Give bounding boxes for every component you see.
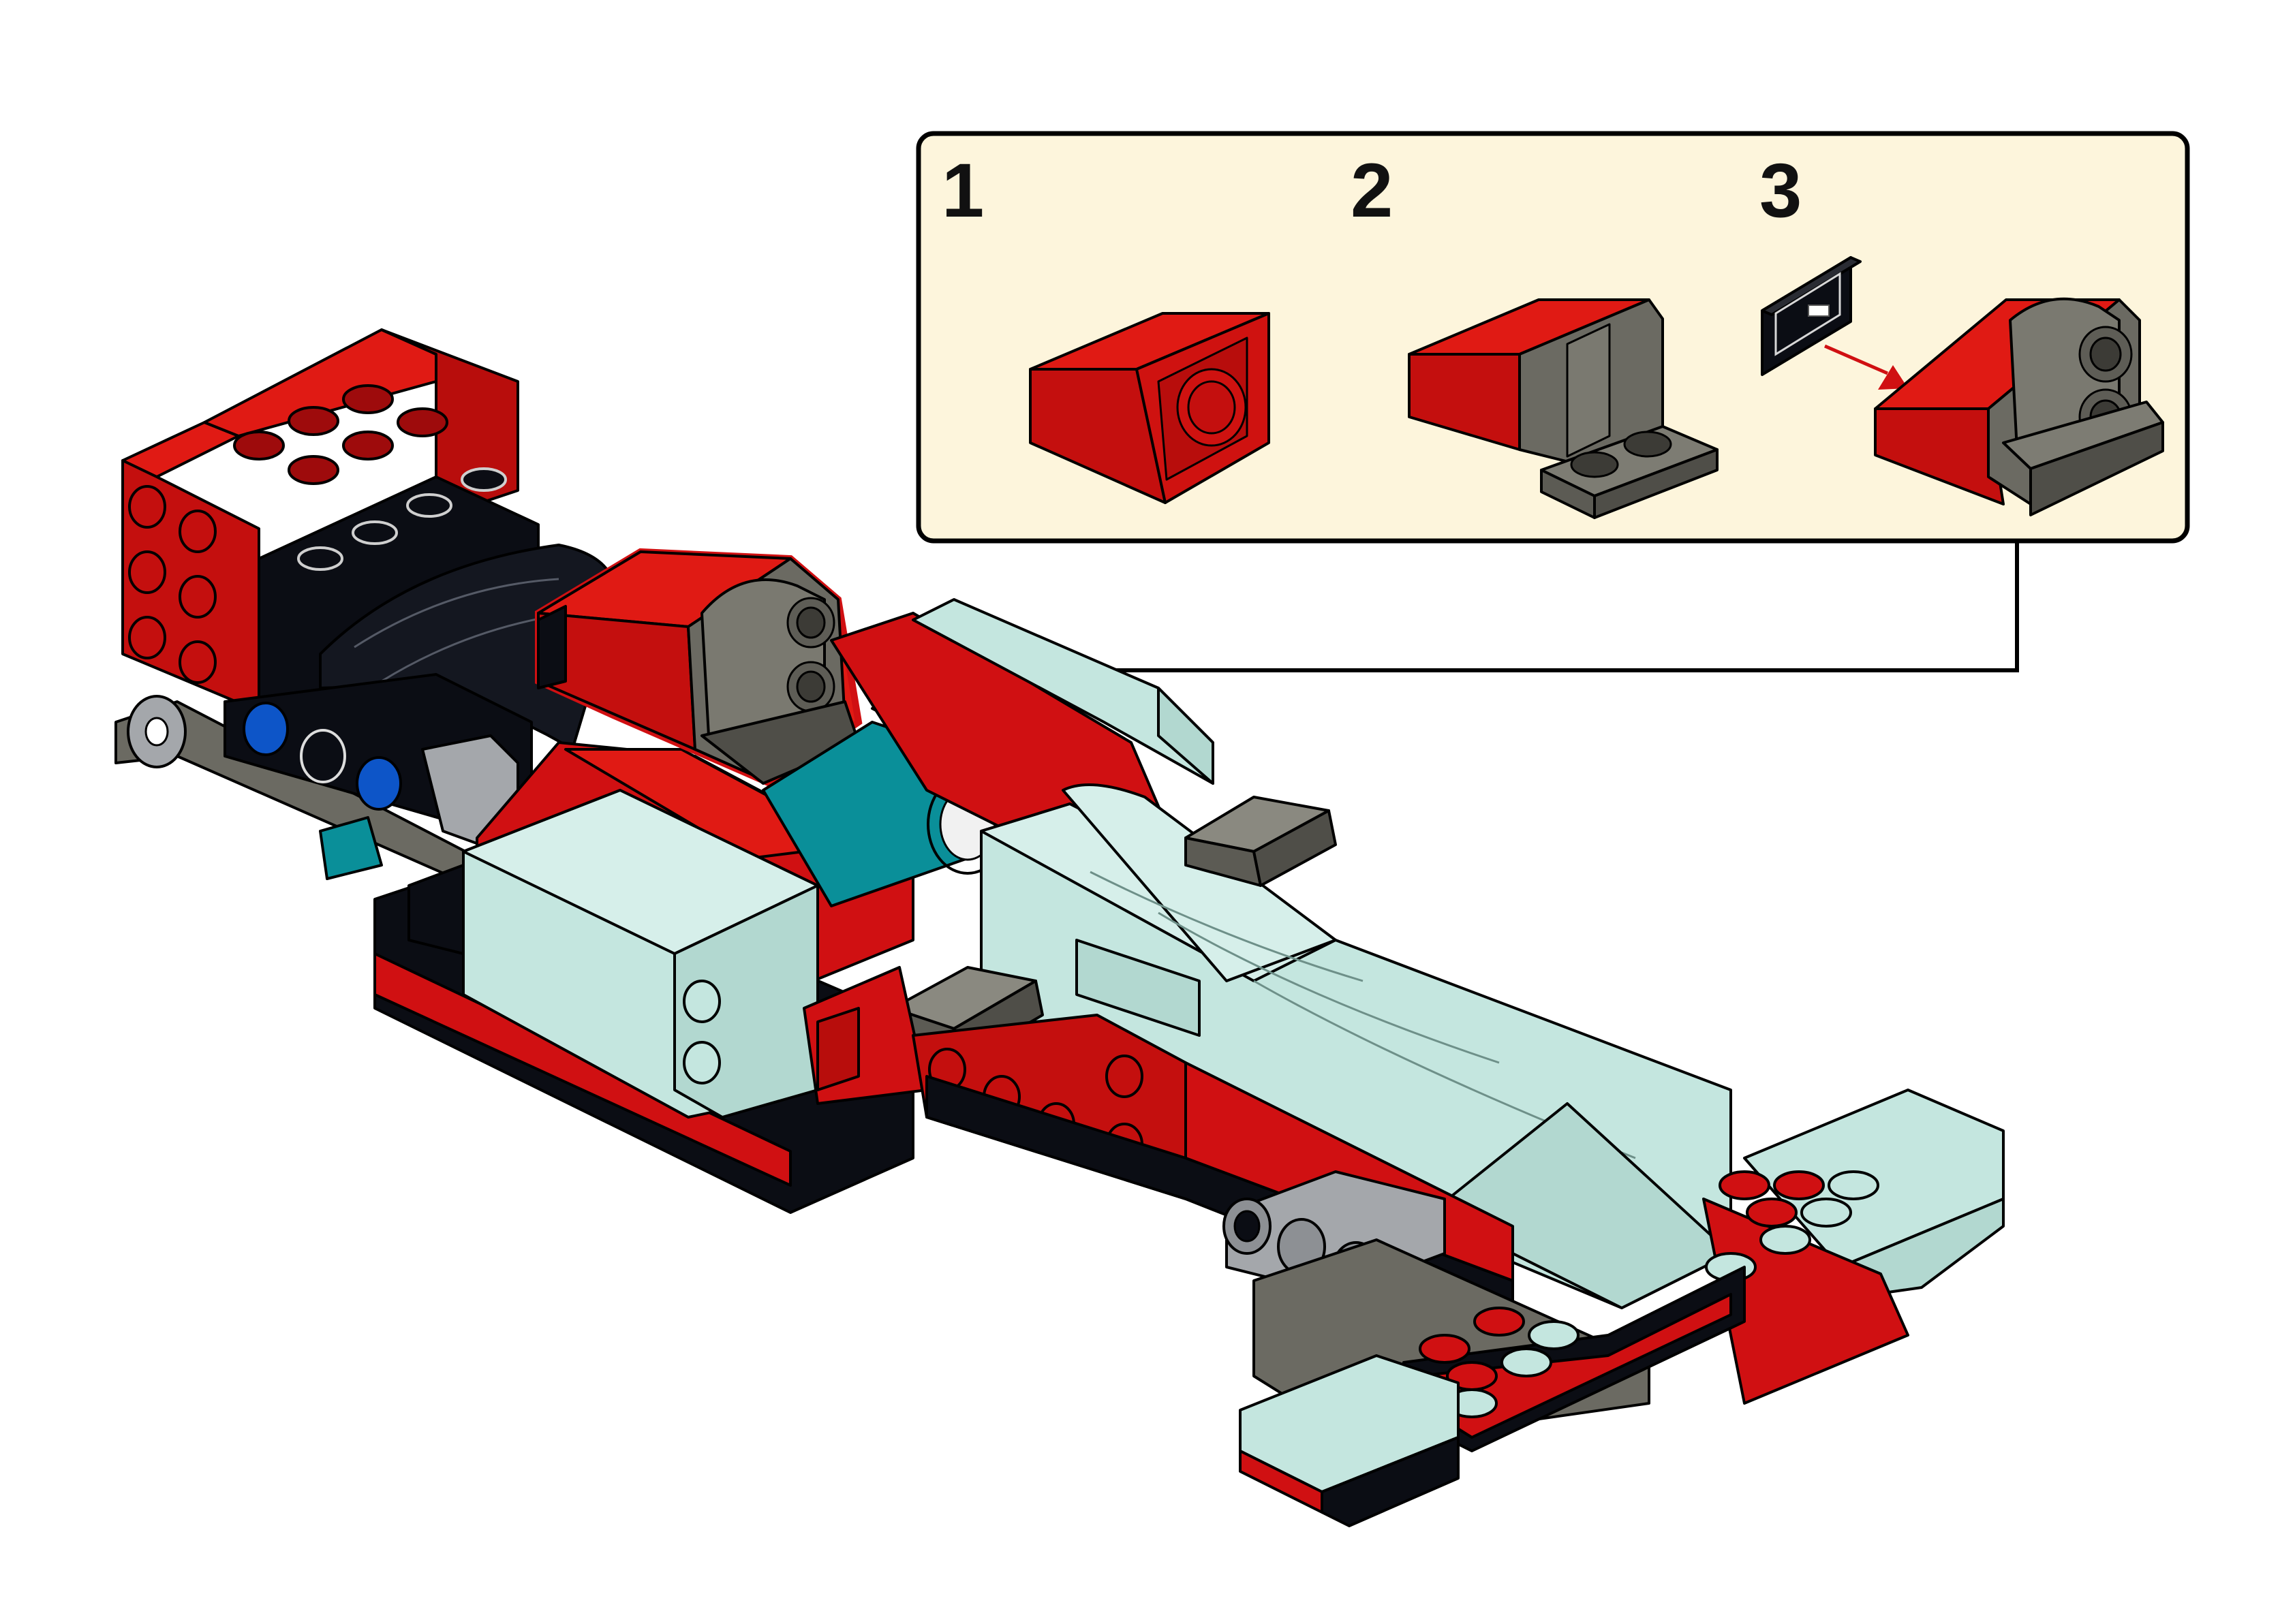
substep-number-2: 2 xyxy=(1351,148,1393,233)
substep-callout-panel: 1 2 3 xyxy=(884,131,2190,687)
new-part-highlighted xyxy=(535,548,863,787)
race-car-model xyxy=(114,328,2005,1527)
red-direction-line xyxy=(1824,344,1888,375)
nose-body xyxy=(912,598,1732,1309)
substep-number-1: 1 xyxy=(942,148,984,233)
front-wing xyxy=(1239,1089,2005,1527)
substep-3-tile-part xyxy=(1761,256,1862,376)
callout-pointer-line xyxy=(893,541,2019,672)
substep-1-slope-brick xyxy=(1029,312,1270,504)
substep-2-slope-with-bracket xyxy=(1408,298,1719,519)
substep-number-3: 3 xyxy=(1759,148,1802,233)
right-mirror xyxy=(1184,796,1337,887)
rear-wing xyxy=(121,328,519,713)
substep-3-assembled-part xyxy=(1874,297,2164,516)
red-direction-arrow-icon xyxy=(1878,365,1908,390)
